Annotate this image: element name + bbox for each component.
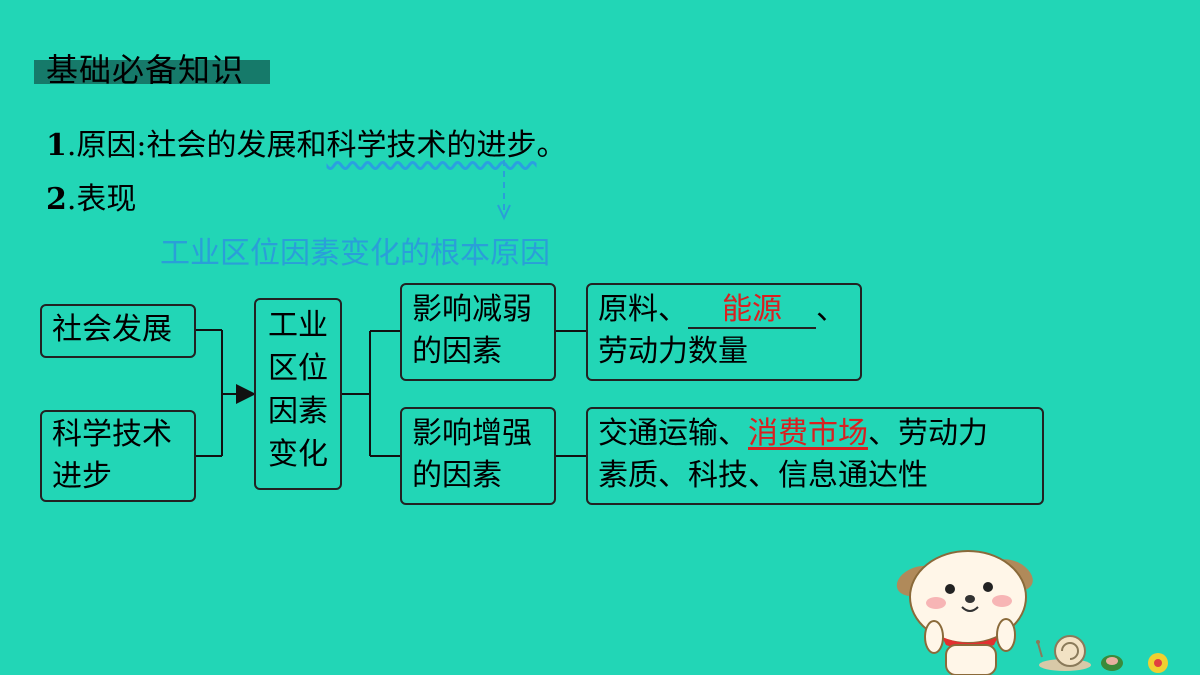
box-center-line-3: 因素	[268, 394, 328, 429]
point-1-end: 。	[536, 128, 567, 163]
box-center-line-4: 变化	[268, 437, 328, 472]
box-technology-progress: 科学技术 进步	[40, 410, 196, 502]
box-strengthen-line-2: 的因素	[412, 458, 502, 493]
box-center-line-2: 区位	[268, 351, 328, 386]
box-technology-line-1: 科学技术	[52, 417, 172, 452]
point-1: 1.原因:社会的发展和科学技术的进步。	[46, 120, 567, 164]
point-2-label: .表现	[66, 182, 137, 217]
strengthen-answer-blank: 消费市场	[748, 416, 868, 451]
annotation-pointer-head	[497, 204, 511, 221]
box-weaken-label: 影响减弱 的因素	[400, 283, 556, 381]
box-location-change: 工业 区位 因素 变化	[254, 298, 342, 490]
point-2: 2.表现	[46, 174, 136, 218]
puppy-mascot-icon	[896, 550, 1168, 675]
box-strengthen-detail: 交通运输、消费市场、劳动力 素质、科技、信息通达性	[586, 407, 1044, 505]
box-strengthen-line-1: 影响增强	[412, 416, 532, 451]
strengthen-detail-line-2: 素质、科技、信息通达性	[598, 458, 928, 493]
strengthen-detail-post: 、劳动力	[868, 416, 988, 451]
annotation-text: 工业区位因素变化的根本原因	[160, 236, 550, 271]
box-social-development: 社会发展	[40, 304, 196, 358]
point-1-number: 1	[46, 128, 67, 163]
point-1-text: 社会的发展和	[146, 128, 327, 163]
section-heading: 基础必备知识	[46, 51, 245, 89]
box-technology-line-2: 进步	[52, 459, 112, 494]
point-1-emphasis: 科学技术的进步	[326, 128, 537, 163]
box-weaken-detail: 原料、能源、 劳动力数量	[586, 283, 862, 381]
box-weaken-line-2: 的因素	[412, 334, 502, 369]
point-1-label: .原因:	[66, 128, 147, 163]
weaken-detail-post: 、	[816, 292, 846, 327]
weaken-detail-line-2: 劳动力数量	[598, 334, 748, 369]
point-2-number: 2	[46, 182, 67, 217]
heading-bar	[34, 60, 270, 84]
weaken-answer-blank: 能源	[688, 293, 816, 329]
box-strengthen-label: 影响增强 的因素	[400, 407, 556, 505]
weaken-detail-pre: 原料、	[598, 292, 688, 327]
box-weaken-line-1: 影响减弱	[412, 292, 532, 327]
box-social-development-text: 社会发展	[52, 312, 172, 347]
strengthen-detail-pre: 交通运输、	[598, 416, 748, 451]
box-center-line-1: 工业	[268, 308, 328, 343]
